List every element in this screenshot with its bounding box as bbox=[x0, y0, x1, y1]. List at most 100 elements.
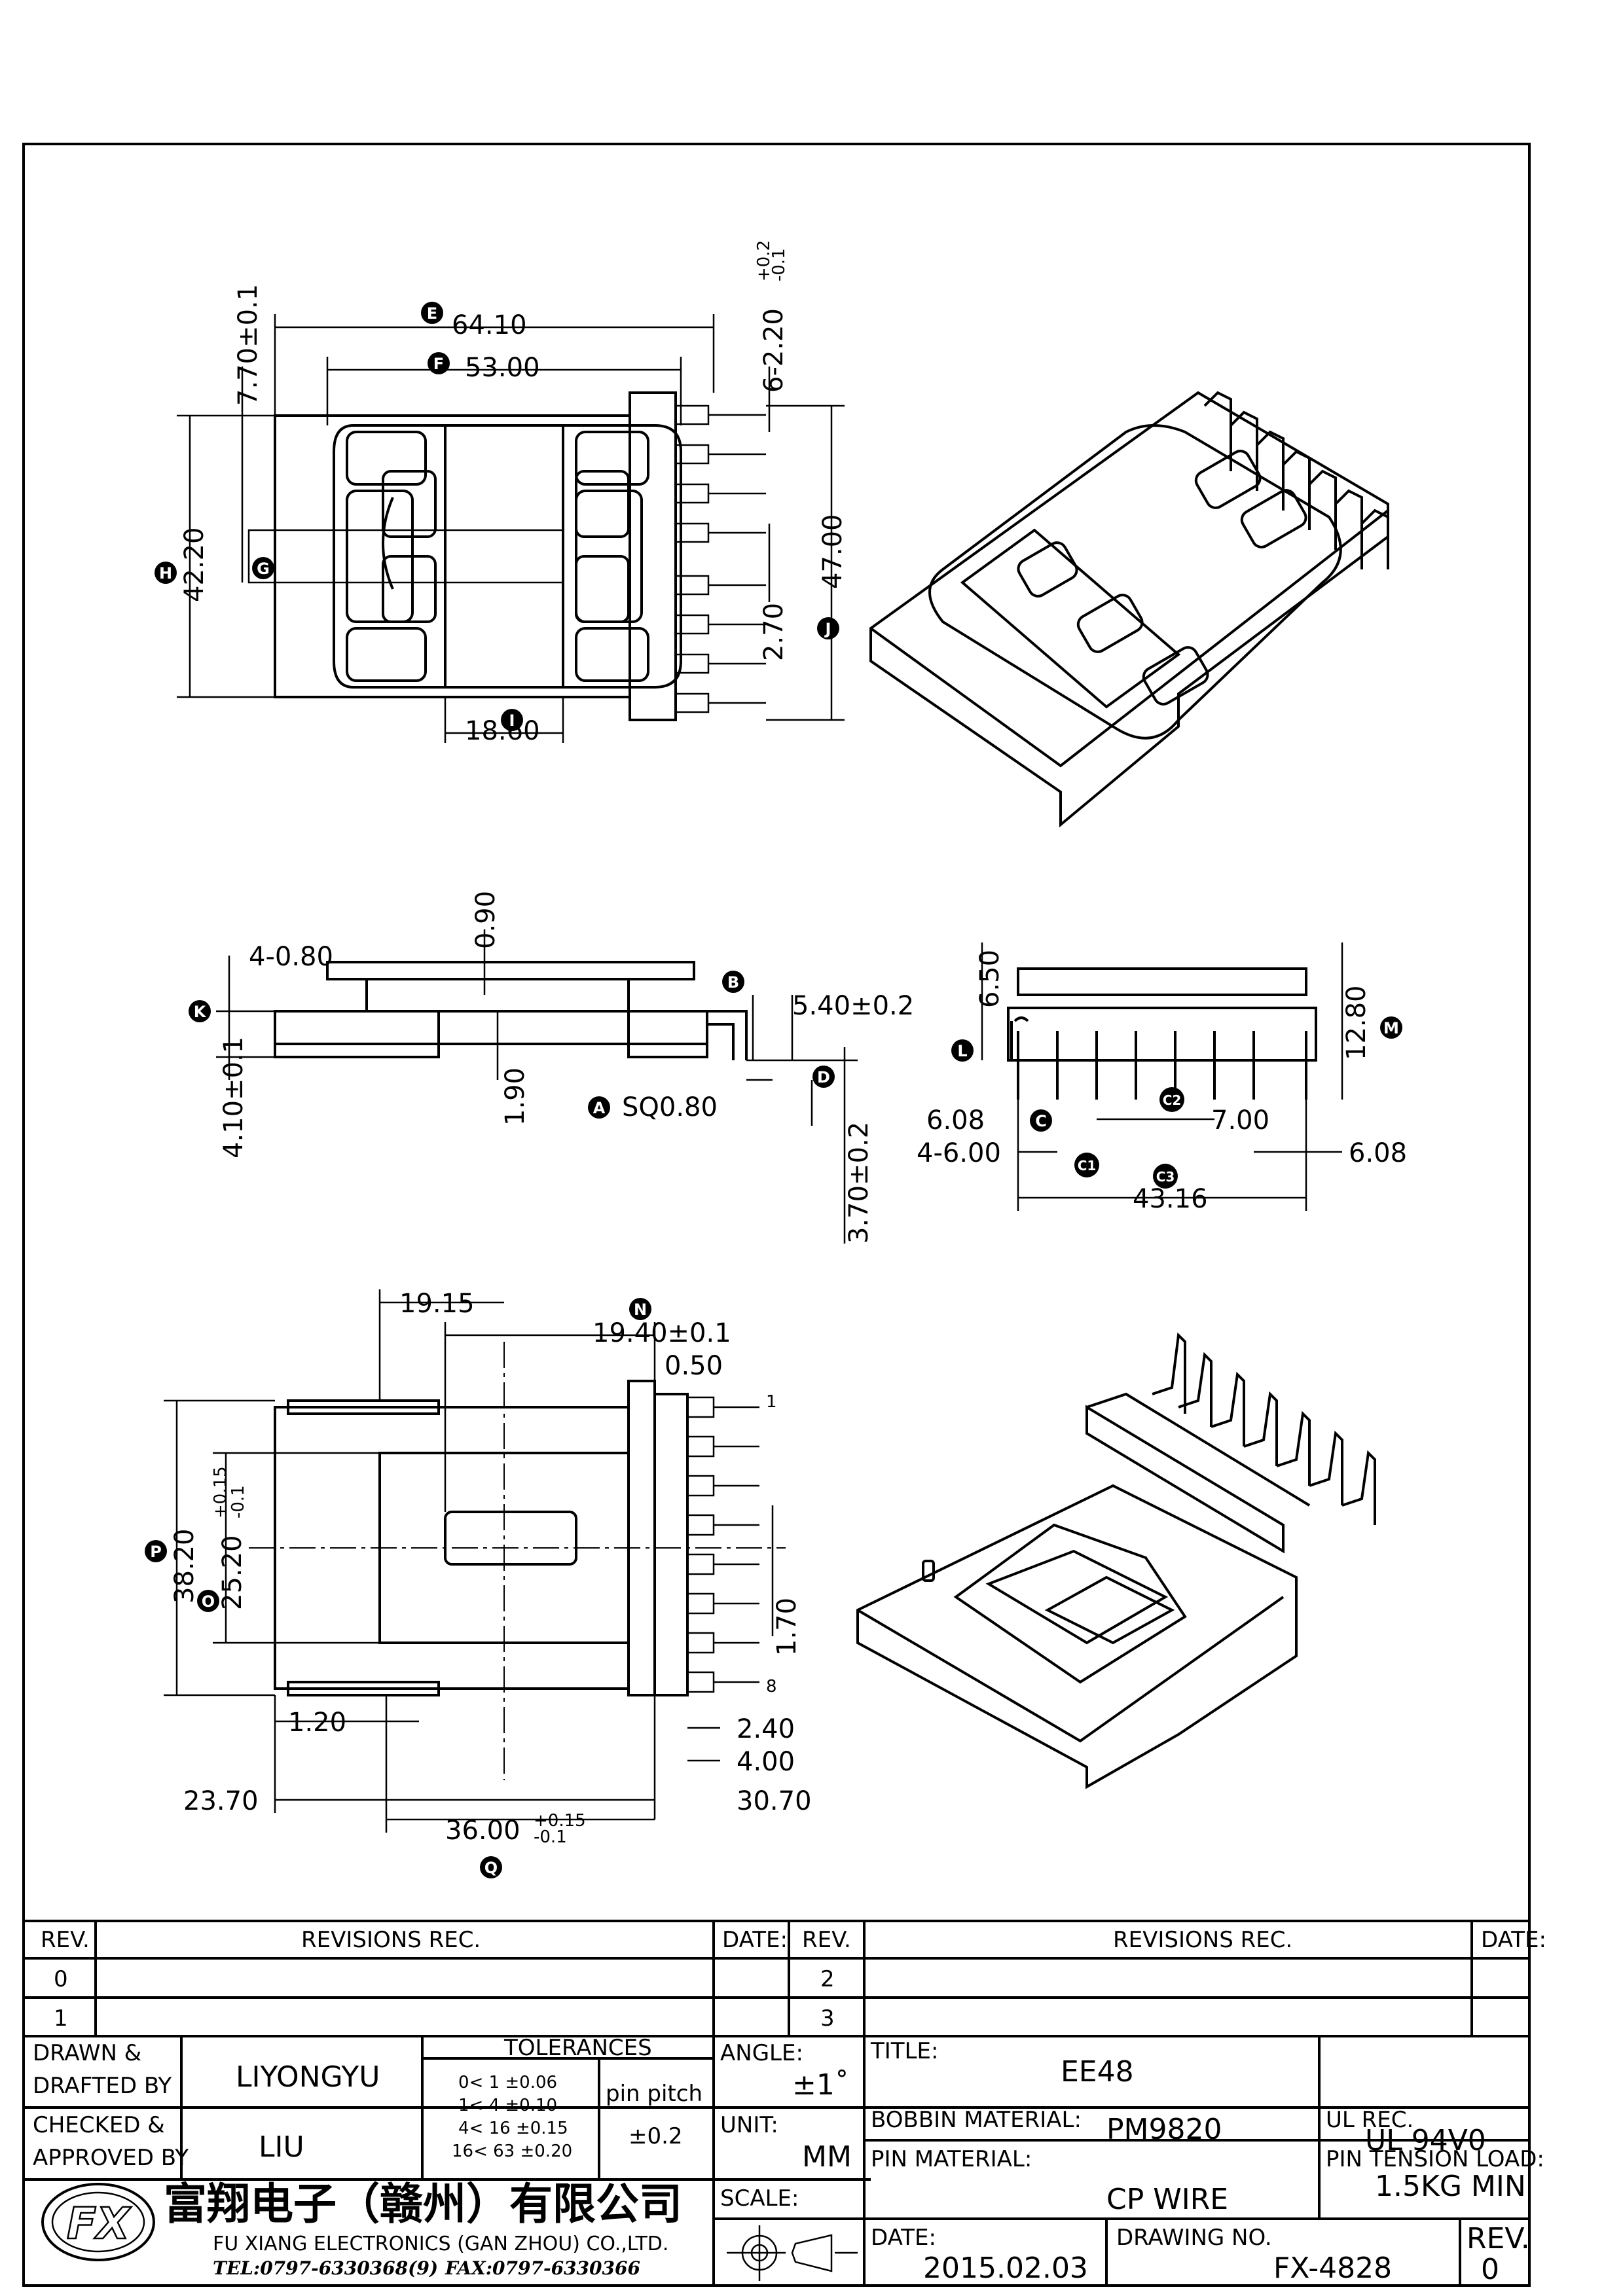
dim-sq-0-80: SQ0.80 bbox=[622, 1092, 718, 1122]
drawing-no-label: DRAWING NO. bbox=[1116, 2225, 1272, 2251]
dim-25-20-tol-plus: +0.15 bbox=[211, 1466, 230, 1518]
bobbin-value: PM9820 bbox=[1106, 2113, 1222, 2146]
tolerance-row-2: 1< 4 ±0.10 bbox=[458, 2096, 557, 2115]
svg-text:D: D bbox=[817, 1068, 830, 1086]
svg-text:L: L bbox=[957, 1042, 967, 1060]
marker-c3: C3 bbox=[1153, 1164, 1178, 1189]
dim-1-20: 1.20 bbox=[288, 1708, 346, 1738]
dim-12-80: 12.80 bbox=[1341, 985, 1372, 1060]
svg-text:M: M bbox=[1383, 1019, 1399, 1037]
pin-pitch-value: ±0.2 bbox=[629, 2123, 683, 2149]
svg-text:C: C bbox=[1035, 1112, 1047, 1130]
company-name-en: FU XIANG ELECTRONICS (GAN ZHOU) CO.,LTD. bbox=[213, 2233, 668, 2255]
dim-6-08-left: 6.08 bbox=[926, 1105, 985, 1136]
dim-47-00: 47.00 bbox=[818, 514, 848, 589]
rev-label-footer: REV. bbox=[1467, 2222, 1530, 2255]
dim-64-10: 64.10 bbox=[452, 310, 527, 340]
drawing-no-value: FX-4828 bbox=[1273, 2251, 1392, 2285]
title-label: TITLE: bbox=[870, 2038, 938, 2064]
dim-2-40: 2.40 bbox=[737, 1714, 795, 1744]
svg-text:Q: Q bbox=[484, 1859, 498, 1877]
dim-42-20: 42.20 bbox=[179, 527, 210, 602]
checked-label-line2: APPROVED BY bbox=[33, 2145, 189, 2171]
svg-text:G: G bbox=[257, 560, 270, 578]
dim-pin-width: 6-2.20 bbox=[759, 308, 789, 393]
angle-label: ANGLE: bbox=[720, 2040, 803, 2066]
svg-text:K: K bbox=[194, 1003, 207, 1021]
svg-text:C3: C3 bbox=[1156, 1169, 1175, 1185]
isometric-view-top bbox=[869, 391, 1389, 828]
company-fax: FAX:0797-6330366 bbox=[445, 2257, 640, 2279]
marker-n: N bbox=[629, 1298, 651, 1320]
isometric-view-bottom bbox=[856, 1332, 1376, 1789]
dim-23-70: 23.70 bbox=[183, 1786, 259, 1816]
dim-36-00: 36.00 bbox=[445, 1816, 520, 1846]
dim-36-00-tol-plus: +0.15 bbox=[534, 1811, 586, 1831]
svg-text:C1: C1 bbox=[1078, 1158, 1097, 1174]
company-name-cn: 富翔电子（赣州）有限公司 bbox=[164, 2178, 682, 2229]
checked-label-line1: CHECKED & bbox=[33, 2112, 165, 2138]
rev-header-right: REV. bbox=[802, 1927, 851, 1953]
svg-text:A: A bbox=[593, 1099, 606, 1117]
bobbin-label: BOBBIN MATERIAL: bbox=[871, 2107, 1082, 2133]
company-tel: TEL:0797-6330368(9) bbox=[213, 2257, 438, 2279]
marker-i: I bbox=[501, 709, 523, 731]
drawing-frame bbox=[22, 143, 1531, 2287]
marker-c: C bbox=[1030, 1109, 1052, 1132]
checked-value: LIU bbox=[259, 2130, 304, 2164]
pin-tension-value: 1.5KG MIN bbox=[1375, 2170, 1526, 2203]
marker-b: B bbox=[722, 971, 744, 993]
revisions-header-left: REVISIONS REC. bbox=[301, 1927, 481, 1953]
pin-material-value: CP WIRE bbox=[1106, 2183, 1228, 2216]
dim-pin-width-tol-plus: +0.2 bbox=[754, 240, 774, 281]
svg-text:O: O bbox=[202, 1592, 215, 1611]
date-header-left: DATE: bbox=[722, 1927, 788, 1953]
dim-25-20-tol-minus: -0.1 bbox=[228, 1485, 248, 1518]
marker-j: J bbox=[817, 617, 839, 639]
marker-p: P bbox=[145, 1540, 167, 1562]
title-value: EE48 bbox=[1061, 2055, 1134, 2089]
marker-a: A bbox=[588, 1096, 610, 1119]
tolerance-row-4: 16< 63 ±0.20 bbox=[452, 2142, 572, 2161]
tolerance-row-3: 4< 16 ±0.15 bbox=[458, 2119, 568, 2138]
drawn-label-line2: DRAFTED BY bbox=[33, 2073, 172, 2099]
dim-19-15: 19.15 bbox=[399, 1289, 475, 1319]
date-value: 2015.02.03 bbox=[923, 2251, 1088, 2285]
dim-0-50: 0.50 bbox=[665, 1351, 723, 1381]
marker-g: G bbox=[252, 557, 274, 579]
dim-4-0-80: 4-0.80 bbox=[249, 942, 333, 972]
title-block: REV. REVISIONS REC. DATE: REV. REVISIONS… bbox=[24, 1920, 1546, 2286]
dim-3-70: 3.70±0.2 bbox=[844, 1122, 874, 1244]
marker-o: O bbox=[197, 1590, 219, 1612]
ul-value: UL 94V0 bbox=[1365, 2124, 1486, 2157]
dim-2-70: 2.70 bbox=[759, 603, 789, 661]
marker-m: M bbox=[1380, 1016, 1402, 1039]
date-label: DATE: bbox=[871, 2225, 936, 2251]
revisions-header-right: REVISIONS REC. bbox=[1113, 1927, 1292, 1953]
svg-text:B: B bbox=[727, 973, 739, 992]
dim-5-40: 5.40±0.2 bbox=[792, 991, 914, 1021]
svg-text:N: N bbox=[634, 1300, 647, 1319]
tolerances-label: TOLERANCES bbox=[503, 2035, 652, 2061]
dim-43-16: 43.16 bbox=[1133, 1184, 1208, 1214]
marker-q: Q bbox=[480, 1856, 502, 1878]
svg-text:E: E bbox=[427, 304, 437, 323]
marker-f: F bbox=[428, 352, 450, 374]
pin-material-label: PIN MATERIAL: bbox=[871, 2146, 1032, 2172]
dim-36-00-tol-minus: -0.1 bbox=[534, 1827, 567, 1847]
rev-right-2: 2 bbox=[820, 1966, 835, 1992]
unit-label: UNIT: bbox=[720, 2112, 778, 2138]
projection-symbol bbox=[727, 2225, 858, 2281]
dim-7-00: 7.00 bbox=[1211, 1105, 1269, 1136]
markers: E F H G J I B K D A L M C C2 C1 C3 N P O… bbox=[145, 302, 1402, 1878]
svg-text:J: J bbox=[824, 620, 831, 638]
side-view: 4-0.80 0.90 5.40±0.2 4.10±0.1 1.90 SQ0.8… bbox=[216, 891, 914, 1244]
marker-h: H bbox=[155, 562, 177, 584]
svg-text:I: I bbox=[509, 711, 515, 730]
svg-text:F: F bbox=[433, 355, 444, 373]
dim-19-40: 19.40±0.1 bbox=[593, 1318, 731, 1348]
svg-text:C2: C2 bbox=[1163, 1092, 1182, 1108]
rev-right-3: 3 bbox=[820, 2005, 835, 2032]
dim-30-70: 30.70 bbox=[737, 1786, 812, 1816]
